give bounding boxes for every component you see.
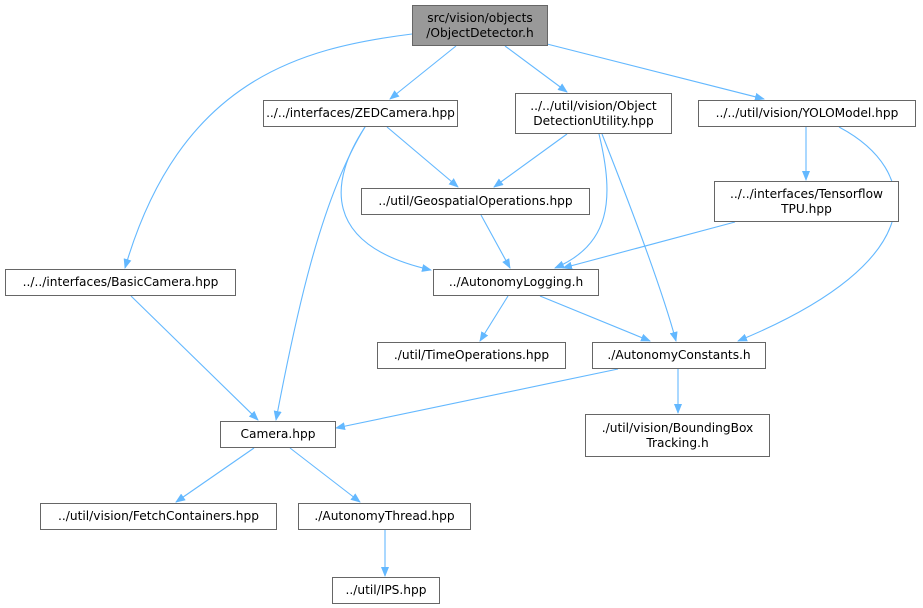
- node-yolo[interactable]: ../../util/vision/YOLOModel.hpp: [698, 100, 916, 127]
- node-geo[interactable]: ../util/GeospatialOperations.hpp: [361, 188, 590, 215]
- edge-tpu-log: [562, 221, 736, 270]
- node-camera[interactable]: Camera.hpp: [220, 421, 336, 448]
- edge-camera-thread: [289, 447, 361, 503]
- node-odu[interactable]: ../../util/vision/Object DetectionUtilit…: [515, 93, 672, 134]
- node-const[interactable]: ./AutonomyConstants.h: [592, 342, 766, 369]
- node-root: src/vision/objects /ObjectDetector.h: [412, 5, 548, 46]
- edge-basic-camera: [130, 295, 259, 421]
- edge-zed-camera: [273, 126, 366, 421]
- edge-log-const: [539, 295, 651, 342]
- node-fetch[interactable]: ../util/vision/FetchContainers.hpp: [40, 503, 277, 530]
- edge-root-basic: [123, 33, 413, 269]
- node-thread[interactable]: ./AutonomyThread.hpp: [298, 503, 471, 530]
- node-zed[interactable]: ../../interfaces/ZEDCamera.hpp: [263, 100, 458, 127]
- edge-camera-fetch: [175, 447, 255, 503]
- edge-const-camera: [335, 368, 619, 431]
- node-tpu[interactable]: ../../interfaces/Tensorflow TPU.hpp: [714, 181, 899, 222]
- edge-root-yolo: [546, 43, 765, 101]
- node-log[interactable]: ../AutonomyLogging.h: [433, 269, 599, 296]
- edge-root-odu: [504, 45, 568, 93]
- edge-zed-geo: [386, 126, 459, 188]
- edge-yolo-const: [737, 126, 896, 342]
- edge-log-time: [479, 295, 509, 342]
- edge-odu-log: [554, 133, 608, 269]
- edge-geo-log: [480, 214, 511, 269]
- node-ips[interactable]: ../util/IPS.hpp: [332, 577, 440, 604]
- node-bbox[interactable]: ./util/vision/BoundingBox Tracking.h: [585, 414, 770, 457]
- node-time[interactable]: ./util/TimeOperations.hpp: [377, 342, 566, 369]
- edge-odu-geo: [493, 133, 568, 188]
- edge-root-zed: [389, 45, 457, 100]
- edge-odu-const: [601, 133, 678, 342]
- node-basic[interactable]: ../../interfaces/BasicCamera.hpp: [5, 269, 236, 296]
